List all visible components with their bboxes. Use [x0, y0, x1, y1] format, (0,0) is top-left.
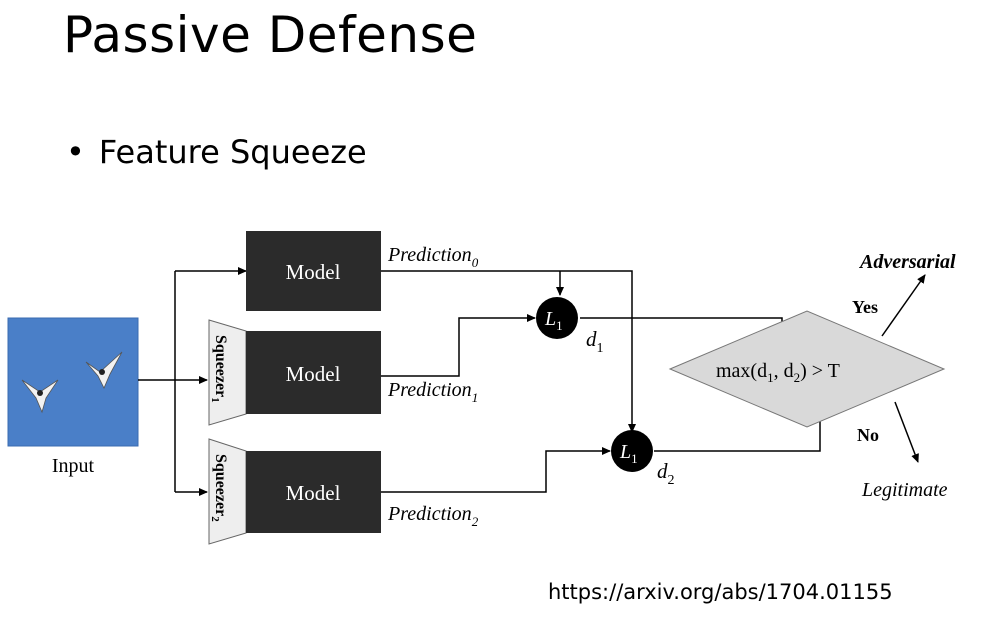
model-box-1: Model: [246, 331, 381, 414]
l1-node-1: L1: [536, 297, 578, 339]
d1-label: d1: [586, 327, 604, 356]
model-box-0: Model: [246, 231, 381, 311]
prediction-2-label: Prediction2: [387, 503, 479, 529]
prediction-0-label: Prediction0: [387, 244, 479, 270]
model-label: Model: [286, 362, 341, 386]
squeezer-2: Squeezer2: [208, 438, 247, 545]
squeezer-2-label: Squeezer2: [209, 454, 229, 522]
bullet-text: Feature Squeeze: [98, 133, 367, 171]
l1-label: L1: [619, 441, 638, 466]
l1-node-2: L1: [611, 430, 653, 472]
prediction-1-label: Prediction1: [387, 379, 478, 405]
decision-diamond: max(d1, d2) > T: [668, 310, 946, 428]
decision-label: max(d1, d2) > T: [716, 360, 840, 385]
model-box-2: Model: [246, 451, 381, 533]
squeezer-1-label: Squeezer1: [209, 335, 229, 403]
model-label: Model: [286, 260, 341, 284]
input-label: Input: [52, 455, 95, 477]
bird-icon: [21, 379, 59, 414]
input-connectors: [138, 267, 247, 496]
d2-label: d2: [657, 459, 675, 488]
bird-icon: [85, 351, 123, 389]
squeezer-1: Squeezer1: [208, 319, 247, 426]
input-image: [7, 317, 139, 447]
l1-label: L1: [544, 308, 563, 333]
bullet-item: • Feature Squeeze: [66, 133, 367, 171]
slide-title: Passive Defense: [63, 6, 478, 64]
bullet-dot-icon: •: [66, 133, 85, 171]
yes-label: Yes: [852, 297, 878, 317]
model-label: Model: [286, 481, 341, 505]
source-url: https://arxiv.org/abs/1704.01155: [548, 580, 893, 604]
no-label: No: [857, 425, 879, 445]
legitimate-label: Legitimate: [861, 479, 948, 501]
adversarial-label: Adversarial: [858, 251, 956, 273]
